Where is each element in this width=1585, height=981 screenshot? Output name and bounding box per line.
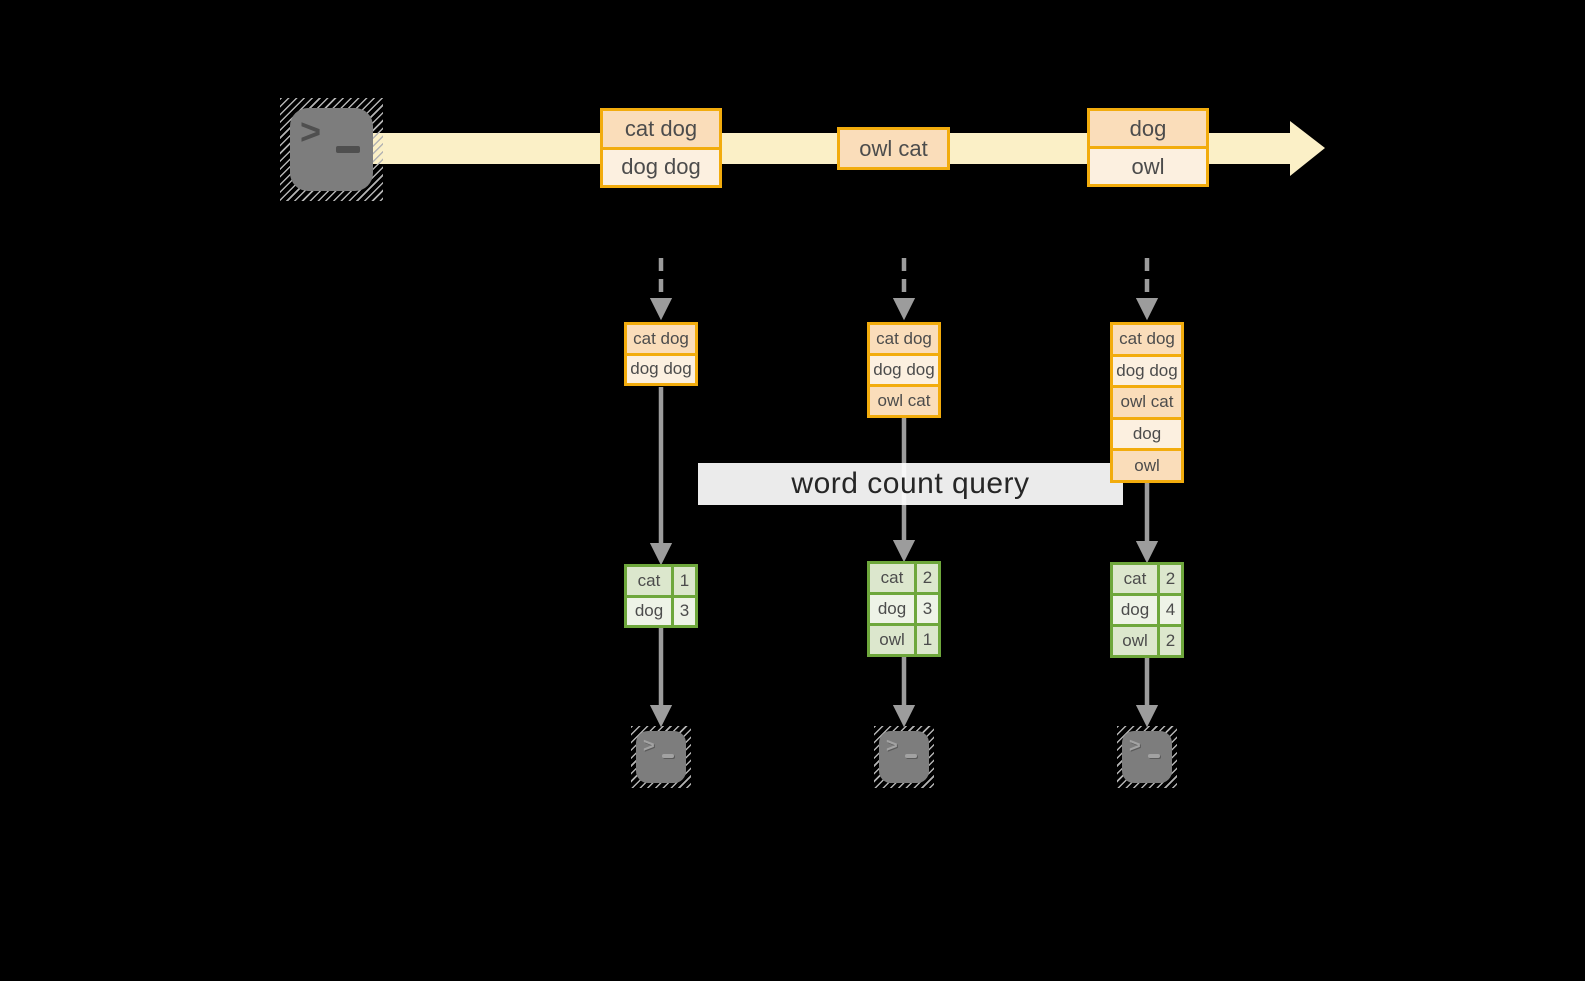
count-cell: 2 [1157, 565, 1181, 593]
record: owl cat [870, 384, 938, 415]
count-cell: 4 [1157, 596, 1181, 624]
count-cell: 2 [1157, 627, 1181, 655]
terminal-body [1122, 731, 1172, 783]
record: dog dog [870, 353, 938, 384]
record: cat dog [627, 325, 695, 353]
word-cell: dog [627, 597, 671, 625]
sink-terminal-icon-1: > [631, 726, 691, 788]
prompt-icon: > [300, 111, 322, 152]
table-row: dog 3 [870, 592, 938, 623]
terminal-body [636, 731, 686, 783]
record: dog dog [603, 146, 719, 185]
table-row: cat 2 [1113, 565, 1181, 593]
record: dog dog [1113, 353, 1181, 386]
count-cell: 2 [914, 564, 938, 592]
table-row: owl 2 [1113, 624, 1181, 655]
query-label: word count query [791, 467, 1030, 500]
source-terminal-icon: > [280, 98, 383, 201]
record: owl cat [1113, 385, 1181, 417]
word-cell: cat [1113, 565, 1157, 593]
record: owl [1090, 146, 1206, 184]
count-cell: 1 [671, 567, 695, 595]
cursor-icon [1148, 754, 1160, 758]
sink-terminal-icon-2: > [874, 726, 934, 788]
timeline-batch-3: dog owl [1087, 108, 1209, 187]
word-cell: dog [1113, 596, 1157, 624]
word-cell: owl [870, 626, 914, 654]
terminal-body [879, 731, 929, 783]
word-cell: cat [627, 567, 671, 595]
word-count-table-2: cat 2 dog 3 owl 1 [867, 561, 941, 657]
prompt-icon: > [1129, 735, 1141, 757]
word-count-table-1: cat 1 dog 3 [624, 564, 698, 628]
table-row: dog 3 [627, 594, 695, 625]
table-row: owl 1 [870, 623, 938, 654]
input-table-1: cat dog dog dog [624, 322, 698, 386]
count-cell: 3 [914, 595, 938, 623]
input-table-3: cat dog dog dog owl cat dog owl [1110, 322, 1184, 483]
prompt-icon: > [886, 735, 898, 757]
table-row: cat 1 [627, 567, 695, 595]
record: dog [1090, 111, 1206, 146]
record: cat dog [603, 111, 719, 147]
record: owl cat [840, 130, 947, 167]
word-count-table-3: cat 2 dog 4 owl 2 [1110, 562, 1184, 658]
cursor-icon [905, 754, 917, 758]
table-row: dog 4 [1113, 593, 1181, 624]
record: cat dog [870, 325, 938, 353]
record: dog [1113, 416, 1181, 449]
prompt-icon: > [643, 735, 655, 757]
record: dog dog [627, 352, 695, 383]
word-cell: dog [870, 595, 914, 623]
cursor-icon [662, 754, 674, 758]
input-table-2: cat dog dog dog owl cat [867, 322, 941, 418]
sink-terminal-icon-3: > [1117, 726, 1177, 788]
timeline-batch-1: cat dog dog dog [600, 108, 722, 188]
timeline-batch-2: owl cat [837, 127, 950, 170]
stream-timeline-arrowhead [1290, 121, 1325, 176]
record: owl [1113, 448, 1181, 480]
count-cell: 1 [914, 626, 938, 654]
query-band: word count query [698, 463, 1123, 505]
cursor-icon [336, 146, 360, 153]
count-cell: 3 [671, 597, 695, 625]
word-cell: owl [1113, 627, 1157, 655]
record: cat dog [1113, 325, 1181, 354]
word-cell: cat [870, 564, 914, 592]
table-row: cat 2 [870, 564, 938, 592]
